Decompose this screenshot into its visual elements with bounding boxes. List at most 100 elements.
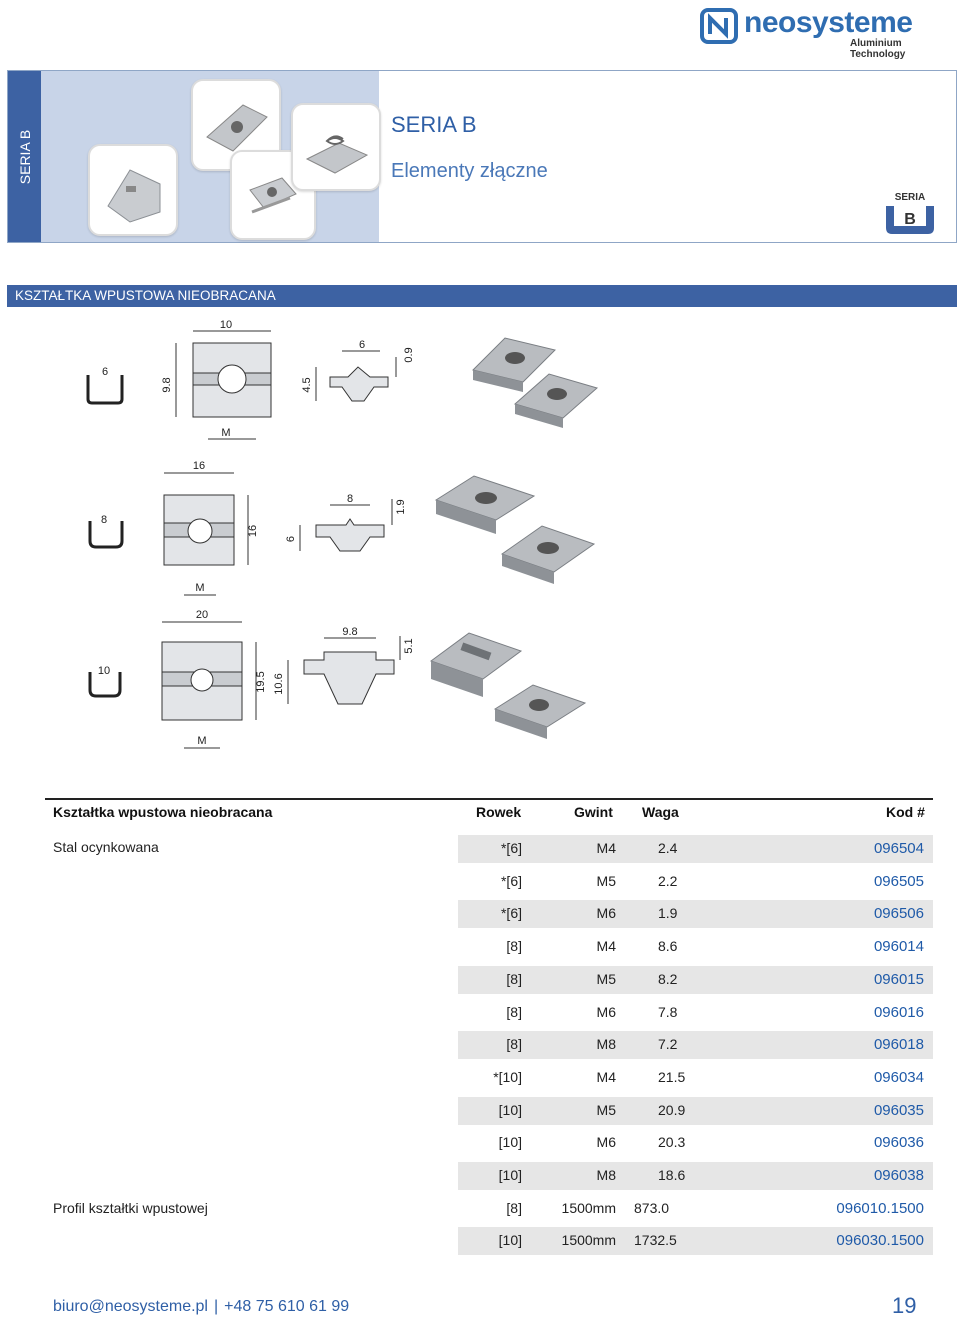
cell-thread: 1500mm (561, 1200, 616, 1216)
cell-code: 096036 (873, 1134, 924, 1151)
col-header-slot: Rowek (476, 804, 522, 820)
table-row (458, 999, 933, 1027)
cell-code: 096014 (873, 938, 924, 955)
render-slot-10-nut (429, 632, 587, 739)
cell-thread: M4 (596, 840, 616, 856)
cell-weight: 7.8 (658, 1004, 678, 1020)
render-slot-6-nut (472, 337, 599, 428)
cell-thread: 1500mm (561, 1232, 616, 1248)
dim-thread: M (195, 582, 204, 594)
dim-height: 19.5 (255, 671, 267, 692)
group-label-profile: Profil kształtki wpustowej (53, 1200, 208, 1216)
drawing-slot-8: 8 16 16 M 8 6 1.9 (88, 460, 407, 596)
dim-width: 10 (220, 319, 232, 331)
cell-slot: [8] (506, 1036, 522, 1052)
dim-thread: M (197, 735, 206, 747)
cell-weight: 7.2 (658, 1036, 678, 1052)
cell-code: 096035 (873, 1102, 924, 1119)
brand-name: neosysteme (744, 6, 913, 39)
cell-code: 096018 (873, 1036, 924, 1053)
footer-email[interactable]: biuro@neosysteme.pl (53, 1298, 208, 1315)
dim-thread: M (221, 427, 230, 439)
cell-code: 096016 (873, 1004, 924, 1021)
table-row (458, 966, 933, 994)
table-row (458, 1097, 933, 1125)
slot-profile-icon (88, 672, 122, 698)
footer-contact: biuro@neosysteme.pl|+48 75 610 61 99 (53, 1298, 349, 1316)
slot-profile-icon (86, 375, 124, 405)
cell-code: 096010.1500 (836, 1200, 924, 1217)
cell-code: 096506 (873, 905, 924, 922)
product-thumbnails (41, 71, 381, 242)
cell-weight: 20.3 (658, 1134, 686, 1150)
series-badge: SERIA B (880, 188, 940, 238)
nut-side-view (329, 366, 389, 402)
cell-code: 096505 (873, 873, 924, 890)
slot-profile-icon (88, 521, 124, 549)
side-tab: SERIA B (8, 71, 41, 242)
cell-slot: [10] (498, 1134, 522, 1150)
col-header-thread: Gwint (574, 804, 613, 820)
table-row (458, 933, 933, 961)
cell-weight: 2.4 (658, 840, 678, 856)
drawing-slot-10: 10 20 19.5 M 9.8 10.6 5.1 (88, 609, 415, 749)
section-bar: KSZTAŁTKA WPUSTOWA NIEOBRACANA (7, 285, 957, 307)
table-top-rule (45, 798, 933, 800)
table-row (458, 900, 933, 928)
cell-weight: 21.5 (658, 1069, 686, 1085)
thumbnail-hammer-nut (230, 150, 316, 240)
dim-height: 9.8 (161, 377, 173, 392)
cell-code: 096034 (873, 1069, 924, 1086)
cell-slot: *[6] (500, 840, 522, 856)
cell-weight: 18.6 (658, 1167, 686, 1183)
cell-thread: M5 (596, 1102, 616, 1118)
group-label-steel: Stal ocynkowana (53, 839, 159, 855)
cell-slot: *[6] (500, 873, 522, 889)
table-row (458, 1227, 933, 1255)
side-tab-label: SERIA B (16, 129, 33, 184)
drawing-slot-6: 6 10 9.8 M 6 4.5 0.9 (86, 319, 415, 440)
badge-top-label: SERIA (895, 192, 926, 203)
cell-thread: M8 (596, 1167, 616, 1183)
section-title: KSZTAŁTKA WPUSTOWA NIEOBRACANA (15, 288, 276, 303)
cell-weight: 1.9 (658, 905, 678, 921)
logo-mark-icon (700, 8, 738, 44)
cell-thread: M4 (596, 1069, 616, 1085)
dim-t-depth: 10.6 (273, 673, 285, 694)
dim-t-width: 9.8 (342, 626, 357, 638)
cell-code: 096504 (873, 840, 924, 857)
cell-thread: M8 (596, 1036, 616, 1052)
footer-phone: +48 75 610 61 99 (224, 1298, 350, 1315)
cell-slot: [8] (506, 1004, 522, 1020)
slot-label: 6 (102, 366, 108, 378)
page-number: 19 (892, 1293, 917, 1318)
cell-weight: 873.0 (634, 1200, 670, 1216)
dim-t-lip: 0.9 (403, 347, 415, 362)
cell-thread: M6 (596, 1134, 616, 1150)
slot-label: 10 (98, 665, 110, 677)
thumbnail-spring-nut (291, 103, 381, 191)
cell-code: 096015 (873, 971, 924, 988)
dim-t-width: 8 (347, 493, 353, 505)
cell-thread: M4 (596, 938, 616, 954)
cell-slot: *[6] (500, 905, 522, 921)
page-subtitle: Elementy złączne (391, 160, 548, 182)
cell-weight: 8.2 (658, 971, 678, 987)
cell-weight: 8.6 (658, 938, 678, 954)
spring-nut-icon (305, 135, 369, 174)
cell-thread: M5 (596, 873, 616, 889)
table-row (458, 1162, 933, 1190)
dim-t-lip: 5.1 (403, 638, 415, 653)
cell-code: 096038 (873, 1167, 924, 1184)
cell-weight: 1732.5 (634, 1232, 677, 1248)
cell-weight: 20.9 (658, 1102, 686, 1118)
cell-thread: M5 (596, 971, 616, 987)
page-title: SERIA B (391, 112, 477, 137)
cell-slot: [8] (506, 1200, 522, 1216)
series-b-badge-icon: SERIA B (886, 192, 934, 234)
cell-weight: 2.2 (658, 873, 678, 889)
cell-slot: [8] (506, 971, 522, 987)
col-header-code: Kod # (886, 804, 925, 820)
col-header-weight: Waga (642, 804, 679, 820)
brand-tagline: Aluminium Technology (850, 38, 906, 60)
